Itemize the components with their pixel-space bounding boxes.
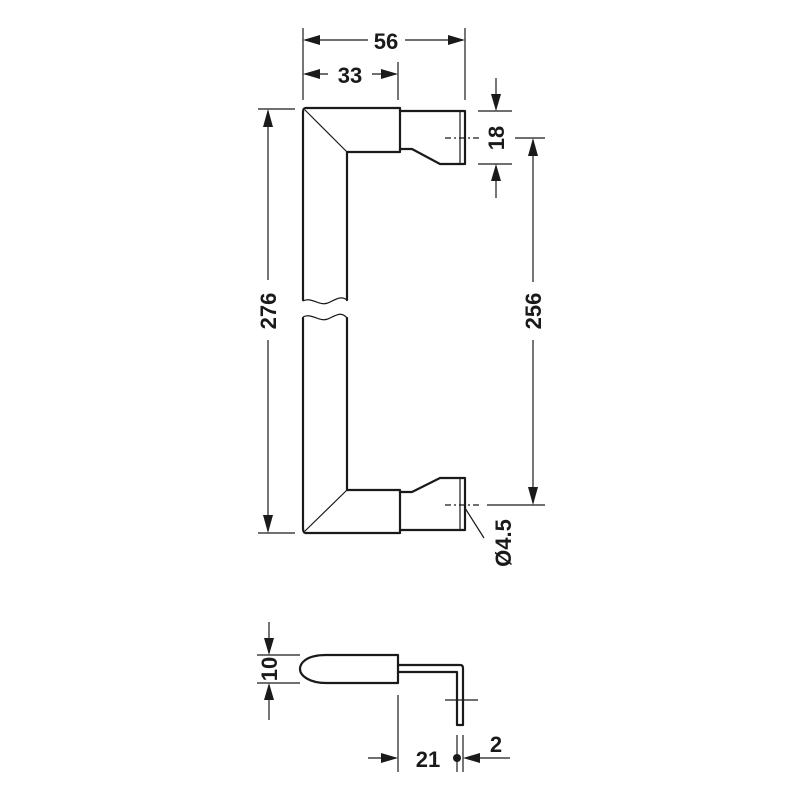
dimension-center-distance: 256 — [487, 137, 546, 506]
dimension-thickness: 10 — [257, 622, 300, 720]
dimension-total-length: 276 — [256, 108, 295, 534]
label-33: 33 — [338, 63, 362, 88]
label-56: 56 — [374, 29, 398, 54]
dimension-hole-diameter: Ø4.5 — [464, 507, 516, 567]
label-276: 276 — [256, 293, 281, 330]
dimension-leg-height: 18 — [478, 78, 512, 198]
dimension-offset: 21 — [368, 695, 440, 772]
dimension-pin-width: 2 — [453, 732, 510, 772]
label-10: 10 — [257, 657, 282, 681]
label-256: 256 — [521, 293, 546, 330]
label-hole-diameter: Ø4.5 — [491, 519, 516, 567]
dimension-overall-depth: 56 — [302, 28, 466, 100]
handle-front-view — [301, 106, 480, 535]
label-21: 21 — [416, 747, 440, 772]
handle-side-view — [298, 653, 478, 727]
dimension-body-depth: 33 — [303, 62, 399, 100]
label-18: 18 — [484, 126, 509, 150]
label-2: 2 — [490, 732, 502, 757]
